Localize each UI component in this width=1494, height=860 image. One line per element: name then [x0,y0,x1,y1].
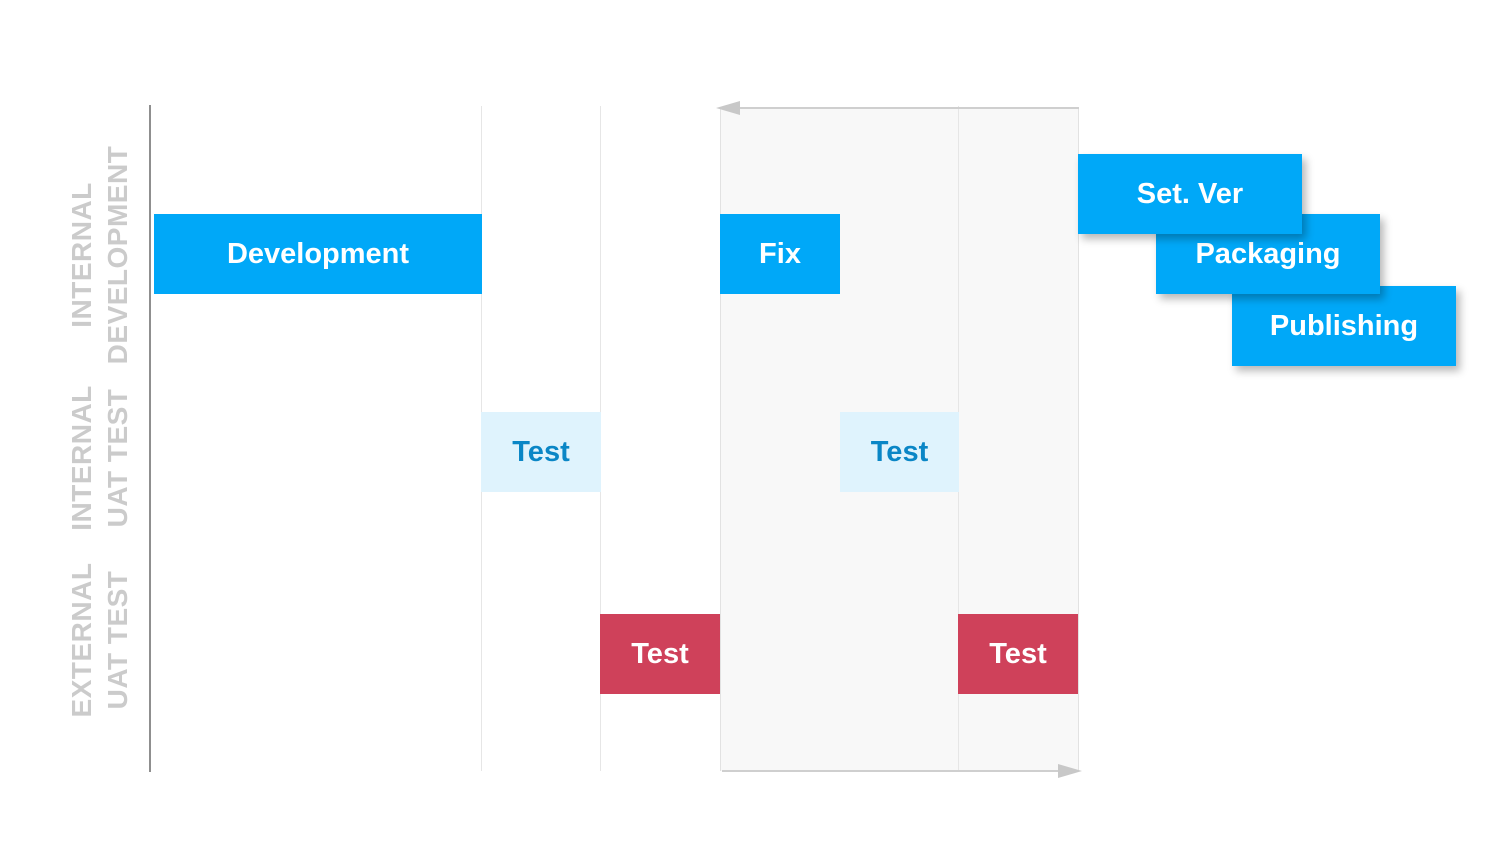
task-set-version: Set. Ver [1078,154,1302,234]
task-internal-test-1: Test [481,412,601,492]
task-internal-test-2: Test [840,412,959,492]
task-external-test-2: Test [958,614,1078,694]
lane-label-external-uat-test: EXTERNAL UAT TEST [60,510,140,770]
lane-label-line1: INTERNAL [66,182,97,328]
lane-label-line1: INTERNAL [66,385,97,531]
task-external-test-1: Test [600,614,720,694]
lane-axis-line [149,105,151,772]
task-fix: Fix [720,214,840,294]
task-development: Development [154,214,482,294]
task-publishing: Publishing [1232,286,1456,366]
lane-label-line2: UAT TEST [102,570,133,710]
lane-label-line2: UAT TEST [102,388,133,528]
lane-label-line1: EXTERNAL [66,562,97,718]
